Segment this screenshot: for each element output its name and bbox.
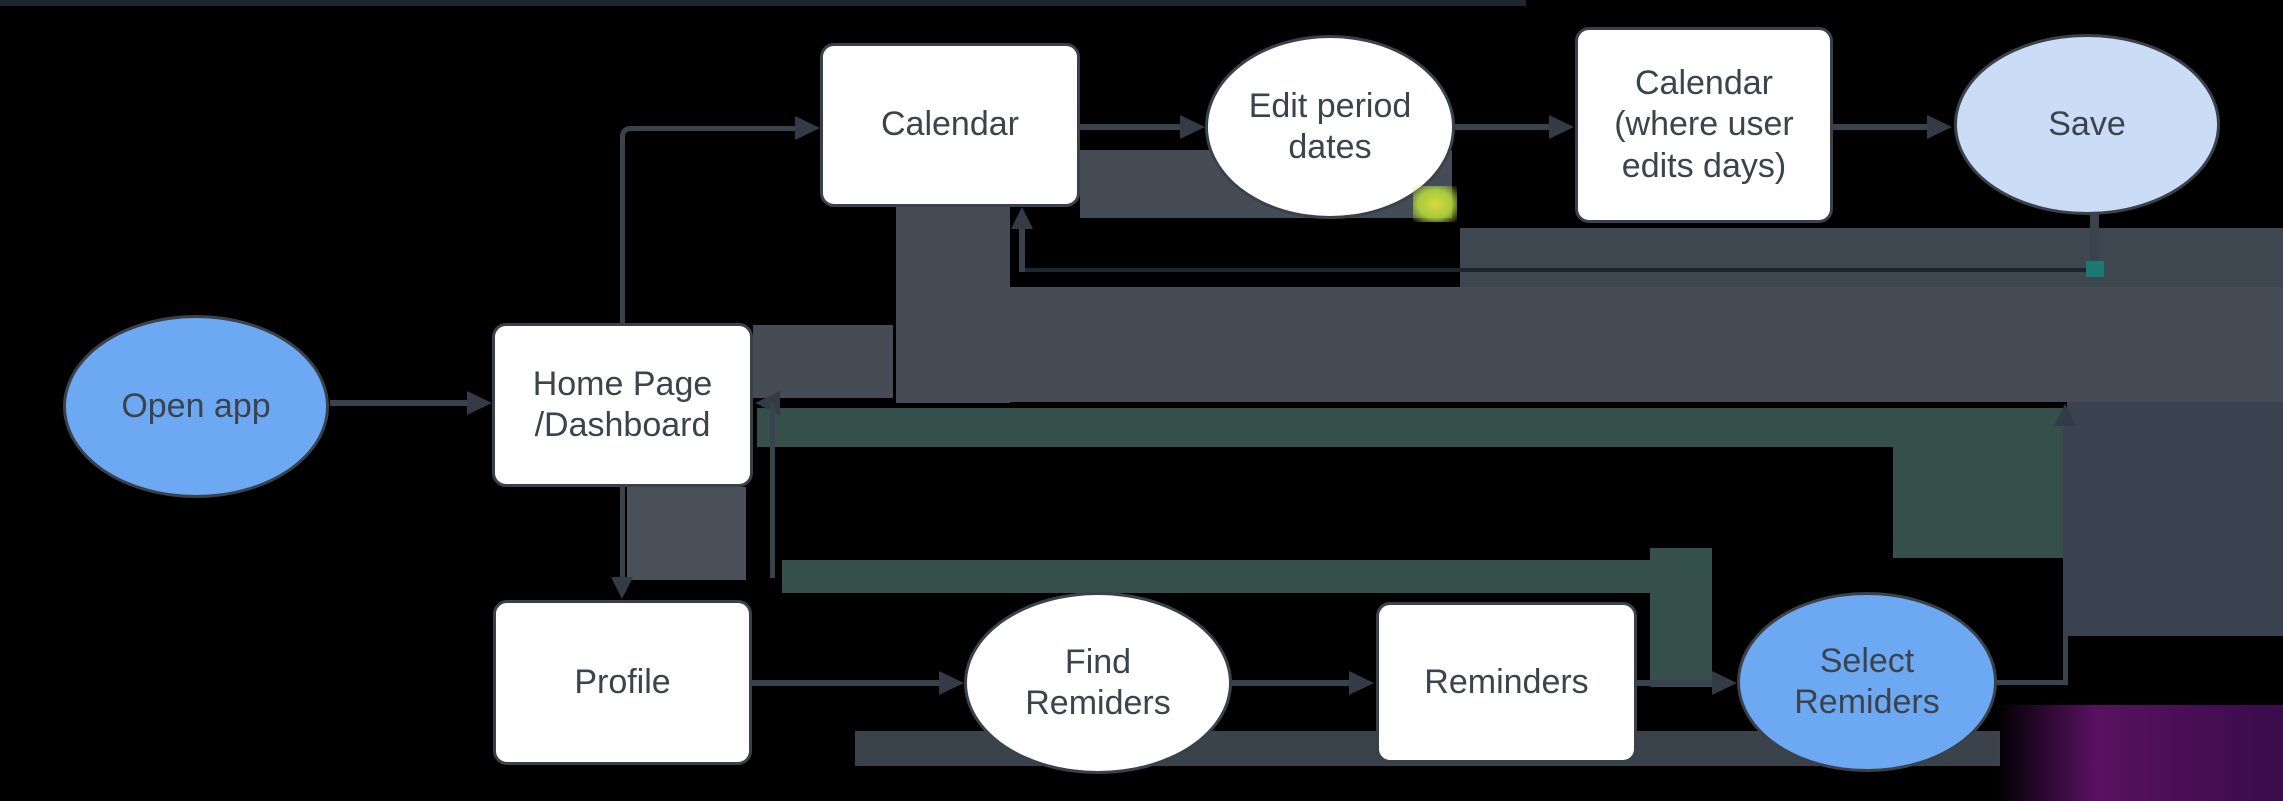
node-calendar-edit-label: Calendar (where user edits days) [1614, 63, 1794, 185]
node-calendar-label: Calendar [881, 105, 1019, 144]
edge-calendaredit-to-save-line [1833, 124, 1931, 130]
connector-band-below-calendar [896, 207, 1010, 403]
edge-return-to-home-drop-line [770, 403, 775, 578]
connector-band-teal-lower [782, 560, 1712, 593]
node-open-app: Open app [63, 315, 329, 498]
edge-home-to-calendar-arrowhead-icon [795, 116, 820, 140]
node-profile-label: Profile [574, 662, 671, 701]
node-open-app-label: Open app [121, 386, 271, 425]
edge-profile-to-find-line [752, 680, 950, 686]
edge-select-up-horizontal-line [1997, 680, 2067, 685]
compression-artifact-magenta [1995, 705, 2283, 801]
edge-edit-to-calendaredit-arrowhead-icon [1549, 115, 1574, 139]
node-profile: Profile [493, 600, 752, 765]
node-calendar: Calendar [820, 43, 1080, 207]
connector-band-home-right [753, 325, 893, 398]
edge-save-return-horizontal-line [1020, 268, 2098, 272]
node-find-reminders-label: Find Remiders [1025, 642, 1171, 722]
connector-band-teal-right [1893, 408, 2066, 558]
edge-calendaredit-to-save-arrowhead-icon [1927, 115, 1952, 139]
node-edit-period-label: Edit period dates [1248, 86, 1412, 166]
band-divider-line [0, 0, 1526, 6]
edge-save-return-up-line [1019, 220, 1025, 272]
node-select-reminders-label: Select Remiders [1794, 641, 1940, 721]
edge-home-to-calendar-elbow [620, 126, 813, 328]
edge-calendar-to-edit-arrowhead-icon [1180, 115, 1205, 139]
connector-band-right-column [2067, 402, 2283, 636]
edge-profile-to-find-arrowhead-icon [939, 671, 964, 695]
connector-band-below-home [627, 487, 746, 580]
node-reminders-label: Reminders [1424, 662, 1589, 701]
node-save: Save [1954, 34, 2220, 215]
edge-home-to-profile-arrowhead-icon [611, 577, 633, 599]
edge-find-to-reminders-line [1232, 680, 1360, 686]
connector-band-teal-column [1650, 548, 1712, 687]
node-select-reminders: Select Remiders [1737, 592, 1997, 772]
edge-calendar-to-edit-line [1080, 124, 1184, 130]
node-find-reminders: Find Remiders [964, 592, 1232, 774]
edge-open-to-home-arrowhead-icon [467, 391, 492, 415]
node-save-label: Save [2048, 104, 2126, 143]
edge-find-to-reminders-arrowhead-icon [1349, 671, 1374, 695]
node-home-page-dashboard: Home Page /Dashboard [492, 323, 753, 487]
edge-reminders-to-select-arrowhead-icon [1712, 671, 1737, 695]
edge-open-to-home-line [330, 400, 470, 406]
edge-save-return-arrowhead-icon [1011, 207, 1033, 229]
edge-reminders-to-select-line [1637, 680, 1723, 686]
connector-endpoint-marker [2086, 261, 2104, 277]
edge-select-up-vertical-line [2063, 414, 2068, 685]
edge-return-to-home-arrowhead-icon [755, 391, 780, 415]
edge-home-to-profile-line [620, 487, 625, 581]
connector-band-teal-upper [757, 408, 1897, 447]
edge-edit-to-calendaredit-line [1455, 124, 1553, 130]
edge-save-return-down-line [2090, 213, 2099, 271]
connector-band-middle [1010, 287, 2283, 402]
node-reminders: Reminders [1376, 602, 1637, 763]
edge-select-up-arrowhead-icon [2054, 404, 2076, 426]
connector-band-upper-right [1460, 228, 2283, 287]
node-calendar-edit-days: Calendar (where user edits days) [1575, 27, 1833, 223]
node-home-label: Home Page /Dashboard [532, 364, 713, 444]
node-edit-period-dates: Edit period dates [1205, 35, 1455, 219]
